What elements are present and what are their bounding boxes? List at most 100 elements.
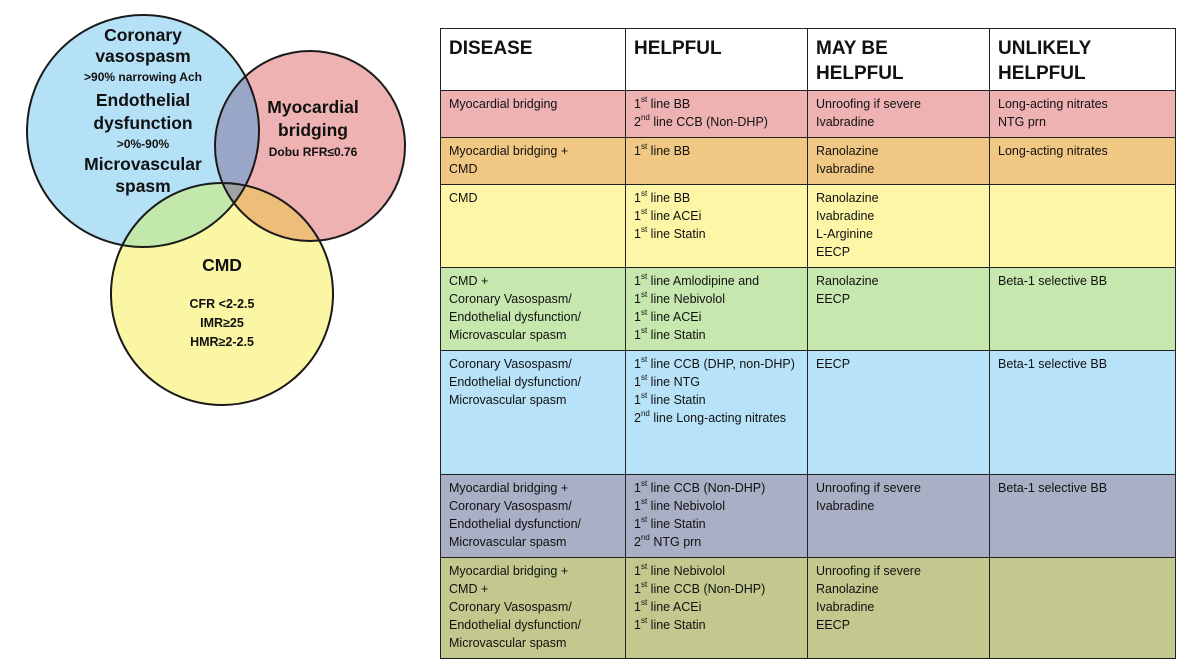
disease-line: CMD +: [449, 274, 489, 288]
disease-line: Myocardial bridging +: [449, 564, 569, 578]
venn-circles: [26, 14, 406, 406]
bridging-title-2: bridging: [278, 120, 348, 140]
helpful-line: 1st line Statin: [634, 326, 799, 344]
cell-disease: CMD +Coronary Vasospasm/Endothelial dysf…: [440, 267, 626, 351]
may-be-line: Ranolazine: [816, 274, 879, 288]
line-number: 1: [634, 227, 641, 241]
may-be-line: Ranolazine: [816, 144, 879, 158]
helpful-line: 1st line BB: [634, 189, 799, 207]
may-be-line: Ivabradine: [816, 600, 875, 614]
helpful-line: 1st line CCB (DHP, non-DHP): [634, 355, 799, 373]
cell-unlikely-helpful: Long-acting nitrates: [989, 137, 1176, 185]
ordinal-suffix: st: [640, 354, 648, 364]
cell-unlikely-helpful: [989, 557, 1176, 659]
may-be-line: Ivabradine: [816, 162, 875, 176]
helpful-text: line Nebivolol: [647, 564, 726, 578]
helpful-line: 1st line BB: [634, 142, 799, 160]
cmd-title: CMD: [202, 255, 242, 275]
helpful-line: 1st line Statin: [634, 225, 799, 243]
ordinal-suffix: st: [640, 478, 648, 488]
ordinal-suffix: st: [640, 496, 648, 506]
helpful-line: 1st line CCB (Non-DHP): [634, 580, 799, 598]
table-row: Myocardial bridging +CMD +Coronary Vasos…: [440, 557, 1176, 659]
ordinal-suffix: st: [640, 372, 648, 382]
ordinal-suffix: st: [640, 141, 648, 151]
cell-disease: Myocardial bridging: [440, 90, 626, 138]
cell-unlikely-helpful: Beta-1 selective BB: [989, 267, 1176, 351]
disease-line: Microvascular spasm: [449, 328, 567, 342]
may-be-line: EECP: [816, 292, 851, 306]
line-number: 1: [634, 393, 641, 407]
may-be-line: Unroofing if severe: [816, 564, 921, 578]
ordinal-suffix: st: [640, 271, 648, 281]
endothelial-title-1: Endothelial: [95, 90, 191, 110]
helpful-text: line Long-acting nitrates: [649, 411, 787, 425]
ordinal-suffix: st: [640, 325, 648, 335]
cell-disease: Coronary Vasospasm/Endothelial dysfuncti…: [440, 350, 626, 475]
may-be-line: Unroofing if severe: [816, 97, 921, 111]
helpful-text: line ACEi: [647, 600, 702, 614]
may-be-line: Ivabradine: [816, 115, 875, 129]
disease-line: Myocardial bridging +: [449, 144, 569, 158]
header-helpful: HELPFUL: [625, 28, 808, 91]
line-number: 1: [634, 191, 641, 205]
vasospasm-title-2: vasospasm: [95, 46, 191, 66]
ordinal-suffix: st: [640, 188, 648, 198]
cell-unlikely-helpful: Beta-1 selective BB: [989, 350, 1176, 475]
cell-disease: Myocardial bridging +CMD +Coronary Vasos…: [440, 557, 626, 659]
disease-line: Coronary Vasospasm/: [449, 357, 572, 371]
cell-helpful: 1st line BB: [625, 137, 808, 185]
helpful-line: 1st line Statin: [634, 391, 799, 409]
bridging-title-1: Myocardial: [267, 97, 359, 117]
helpful-text: line Nebivolol: [647, 499, 726, 513]
unlikely-line: Long-acting nitrates: [998, 97, 1108, 111]
disease-line: Coronary Vasospasm/: [449, 499, 572, 513]
helpful-text: line Statin: [647, 618, 706, 632]
line-number: 1: [634, 209, 641, 223]
line-number: 1: [634, 357, 641, 371]
unlikely-line: NTG prn: [998, 115, 1046, 129]
disease-line: Microvascular spasm: [449, 393, 567, 407]
may-be-line: Ivabradine: [816, 209, 875, 223]
helpful-line: 1st line Nebivolol: [634, 562, 799, 580]
unlikely-line: Beta-1 selective BB: [998, 357, 1108, 371]
cell-helpful: 1st line CCB (Non-DHP)1st line Nebivolol…: [625, 474, 808, 558]
ordinal-suffix: st: [640, 206, 648, 216]
helpful-line: 1st line Nebivolol: [634, 497, 799, 515]
ordinal-suffix: st: [640, 289, 648, 299]
helpful-line: 1st line NTG: [634, 373, 799, 391]
helpful-text: line Statin: [647, 517, 706, 531]
endothelial-criteria: >0%-90%: [116, 137, 170, 151]
disease-line: Endothelial dysfunction/: [449, 517, 582, 531]
line-number: 1: [634, 292, 641, 306]
bridging-criteria: Dobu RFR≤0.76: [268, 145, 358, 159]
line-number: 1: [634, 481, 641, 495]
may-be-line: EECP: [816, 618, 851, 632]
treatment-table: DISEASE HELPFUL MAY BE HELPFUL UNLIKELY …: [440, 28, 1176, 659]
helpful-text: line ACEi: [647, 209, 702, 223]
line-number: 1: [634, 600, 641, 614]
microvascular-title-1: Microvascular: [84, 154, 202, 174]
helpful-text: line BB: [647, 144, 691, 158]
helpful-line: 1st line CCB (Non-DHP): [634, 479, 799, 497]
helpful-text: line Amlodipine and: [647, 274, 760, 288]
helpful-line: 2nd NTG prn: [634, 533, 799, 551]
ordinal-suffix: nd: [640, 532, 650, 542]
cell-disease: Myocardial bridging + Coronary Vasospasm/…: [440, 474, 626, 558]
ordinal-suffix: st: [640, 390, 648, 400]
line-number: 1: [634, 97, 641, 111]
disease-line: Myocardial bridging +: [449, 481, 569, 495]
table-row: Coronary Vasospasm/Endothelial dysfuncti…: [440, 350, 1176, 475]
line-number: 1: [634, 499, 641, 513]
helpful-text: line Statin: [647, 328, 706, 342]
helpful-text: line CCB (Non-DHP): [649, 115, 768, 129]
unlikely-line: Beta-1 selective BB: [998, 274, 1108, 288]
helpful-line: 1st line ACEi: [634, 207, 799, 225]
